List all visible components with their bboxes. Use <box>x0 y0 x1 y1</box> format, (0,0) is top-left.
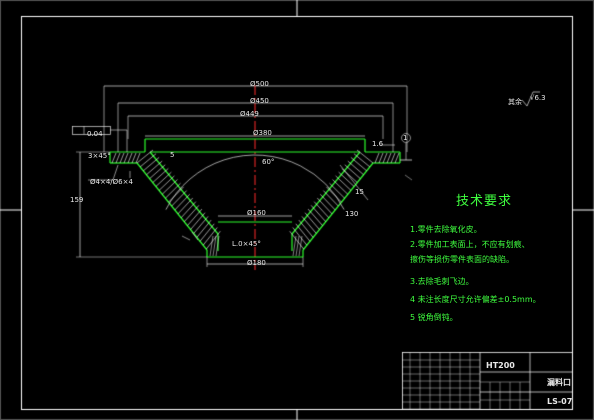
tech-req-item-3: 擦伤等损伤零件表面的缺陷。 <box>410 255 514 264</box>
dim-depth: 5 <box>170 151 175 159</box>
technical-requirements-title: 技术要求 <box>456 194 513 209</box>
tech-req-item-6: 5 锐角倒钝。 <box>410 313 458 322</box>
title-block-material: HT200 <box>486 361 515 370</box>
tech-req-item-2: 2.零件加工表面上，不应有划痕、 <box>410 240 530 249</box>
dim-rim-width: Ø380 <box>253 129 272 137</box>
datum-circle-label: 1 <box>403 134 408 142</box>
dim-chamfer-note: Ø4×4/Ø6×4 <box>90 178 133 186</box>
tech-req-item-5: 4 未注长度尺寸允许偏差±0.5mm。 <box>410 295 541 304</box>
dim-flange-right: 130 <box>345 210 359 218</box>
dim-slant: 15 <box>355 188 364 196</box>
dim-height: 159 <box>70 196 84 204</box>
title-block-part-name: 漏料口 <box>547 378 571 387</box>
tech-req-item-1: 1.零件去除氧化皮。 <box>410 225 482 234</box>
dim-bottom-inner: Ø160 <box>247 209 266 217</box>
dim-upper-width: Ø450 <box>250 97 269 105</box>
roughness-label: 其余 <box>508 98 522 106</box>
dim-inner-width: Ø449 <box>240 110 259 118</box>
dim-bottom-mark: L.0×45° <box>232 240 261 248</box>
dim-chamfer-left: 3×45° <box>88 152 111 160</box>
dim-bottom-outer: Ø180 <box>247 259 266 267</box>
tolerance-frame-value: 0.04 <box>87 130 103 138</box>
dim-side-mark: 1.6 <box>372 140 384 148</box>
dim-angle: 60° <box>262 158 275 166</box>
dim-overall-width: Ø500 <box>250 80 269 88</box>
dim-right-mark: √6.3 <box>530 94 546 102</box>
title-block-drawing-number: LS-07 <box>547 397 573 406</box>
tech-req-item-4: 3.去除毛刺飞边。 <box>410 277 474 286</box>
